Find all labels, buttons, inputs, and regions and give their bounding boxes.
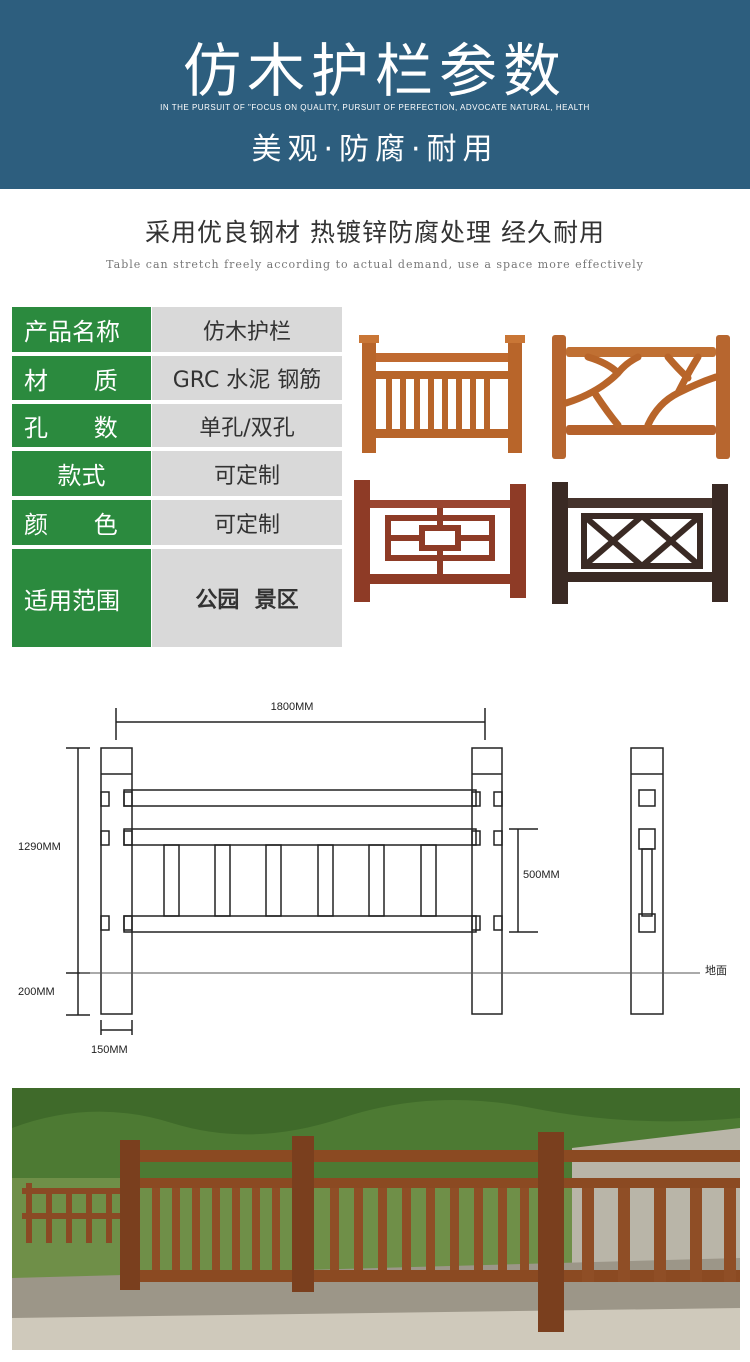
spec-value: 可定制 xyxy=(152,500,342,545)
spec-value: 仿木护栏 xyxy=(152,307,342,352)
spec-row: 产品名称 仿木护栏 xyxy=(12,307,342,352)
base-depth-label: 200MM xyxy=(18,986,55,998)
fence-branch-image xyxy=(552,335,730,459)
spec-value: 可定制 xyxy=(152,451,342,496)
spec-key: 产品名称 xyxy=(12,307,151,352)
spec-table: 产品名称 仿木护栏 材 质 GRC 水泥 钢筋 孔 数 单孔/双孔 款式 可定制… xyxy=(12,307,342,651)
fence-technical-drawing: 1800MM 1290MM 500MM 200MM 150MM 地面 xyxy=(18,701,727,1056)
rail-spacing-label: 500MM xyxy=(523,869,560,881)
banner-tagline: IN THE PURSUIT OF "FOCUS ON QUALITY, PUR… xyxy=(160,103,590,112)
spec-value: 单孔/双孔 xyxy=(152,404,342,447)
page-title: 仿木护栏参数 xyxy=(182,37,567,105)
spec-key: 适用范围 xyxy=(12,549,151,647)
spec-value: GRC 水泥 钢筋 xyxy=(152,356,342,400)
fence-fretwork-image xyxy=(354,480,526,602)
fence-vertical-bars-image xyxy=(359,335,525,453)
spec-key: 颜 色 xyxy=(12,500,151,545)
fence-cross-image xyxy=(552,482,728,604)
installed-fence-photo xyxy=(12,1088,740,1350)
spec-row: 材 质 GRC 水泥 钢筋 xyxy=(12,356,342,400)
spec-key: 孔 数 xyxy=(12,404,151,447)
ground-label: 地面 xyxy=(705,964,727,977)
post-width-label: 150MM xyxy=(91,1044,128,1056)
spec-row: 颜 色 可定制 xyxy=(12,500,342,545)
banner-slogan: 美观·防腐·耐用 xyxy=(251,132,499,167)
intro-subline: Table can stretch freely according to ac… xyxy=(106,258,644,271)
intro-headline: 采用优良钢材 热镀锌防腐处理 经久耐用 xyxy=(145,218,605,247)
spec-key: 款式 xyxy=(12,451,151,496)
spec-row: 孔 数 单孔/双孔 xyxy=(12,404,342,447)
spec-key: 材 质 xyxy=(12,356,151,400)
header-banner: 仿木护栏参数 IN THE PURSUIT OF "FOCUS ON QUALI… xyxy=(0,0,750,189)
spec-row: 适用范围 公园 景区 xyxy=(12,549,342,647)
spec-row: 款式 可定制 xyxy=(12,451,342,496)
width-dimension-label: 1800MM xyxy=(271,701,314,713)
height-dimension-label: 1290MM xyxy=(18,841,61,853)
spec-value: 公园 景区 xyxy=(152,549,342,647)
